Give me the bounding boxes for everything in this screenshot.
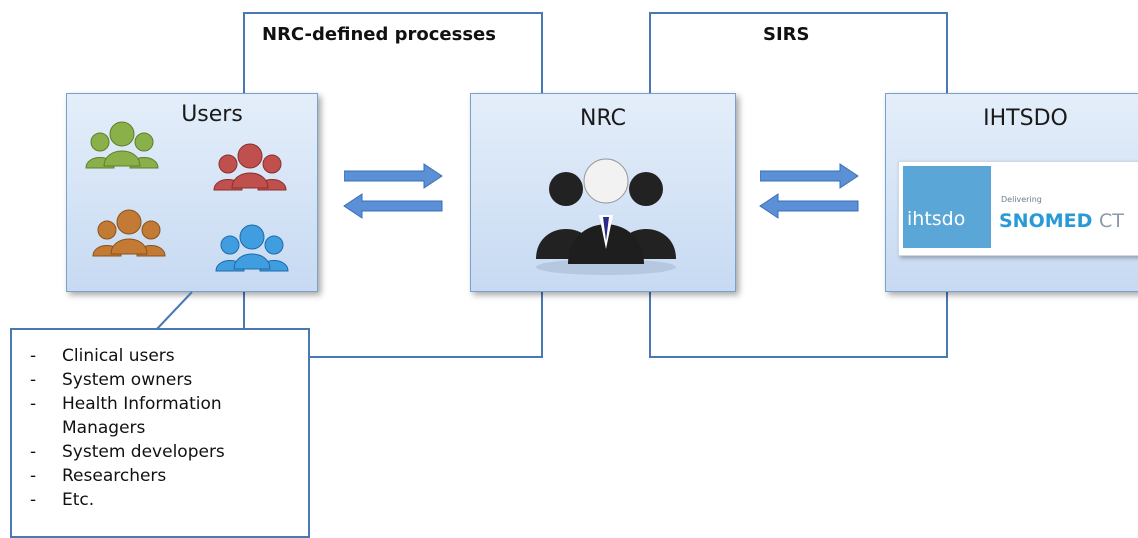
ihtsdo-logo-mark: ihtsdo (903, 166, 991, 248)
user-type-item: - Health Information Managers (30, 392, 308, 440)
user-type-label: Health Information Managers (62, 394, 222, 438)
ihtsdo-title: IHTSDO (983, 106, 1068, 131)
user-type-item: - Clinical users (30, 344, 308, 368)
user-type-item: - System owners (30, 368, 308, 392)
sirs-label: SIRS (763, 24, 810, 45)
list-dash: - (30, 490, 37, 510)
users-title: Users (181, 102, 243, 127)
group-icon-red (213, 143, 287, 191)
list-dash: - (30, 394, 37, 414)
callout-line (155, 291, 193, 331)
user-type-label: System owners (62, 370, 193, 390)
list-dash: - (30, 346, 37, 366)
list-dash: - (30, 466, 37, 486)
user-type-item: - System developers (30, 440, 308, 464)
nrc-people-icon (536, 158, 676, 275)
nrc-processes-label: NRC-defined processes (262, 24, 496, 45)
ihtsdo-logo: ihtsdo Delivering SNOMED CT (898, 161, 1138, 256)
arrow-right-users-nrc (344, 163, 443, 189)
user-type-item: - Etc. (30, 488, 308, 512)
users-box: Users (66, 93, 318, 292)
user-type-label: Clinical users (62, 346, 175, 366)
list-dash: - (30, 370, 37, 390)
group-icon-blue (215, 224, 289, 272)
arrow-right-nrc-ihtsdo (760, 163, 859, 189)
group-icon-orange (92, 209, 166, 257)
nrc-title: NRC (579, 106, 626, 131)
ihtsdo-logo-text: ihtsdo (907, 208, 966, 230)
user-type-label: System developers (62, 442, 225, 462)
user-types-list: - Clinical users - System owners - Health Inf… (10, 328, 310, 538)
group-icon-green (85, 121, 159, 169)
arrow-left-nrc-users (343, 193, 443, 219)
user-type-item: - Researchers (30, 464, 308, 488)
user-type-label: Researchers (62, 466, 167, 486)
nrc-box: NRC (470, 93, 736, 292)
logo-tagline: Delivering (1001, 195, 1042, 204)
user-group-icons (85, 121, 289, 272)
arrow-left-ihtsdo-nrc (759, 193, 859, 219)
list-dash: - (30, 442, 37, 462)
user-type-label: Etc. (62, 490, 95, 510)
snomed-ct-wordmark: SNOMED CT (999, 210, 1124, 232)
